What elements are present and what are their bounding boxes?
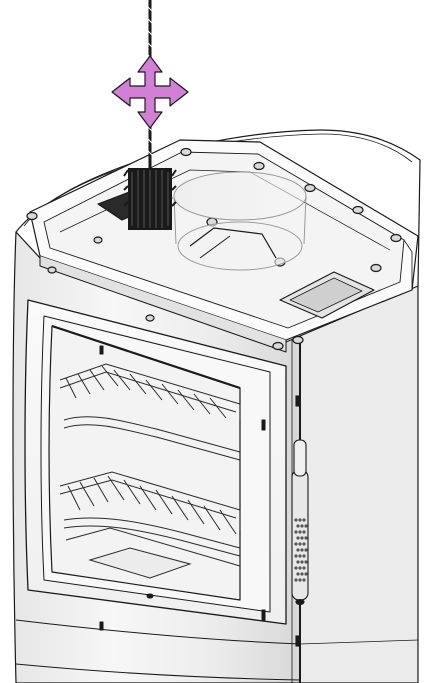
inspection-opening [279,271,375,319]
grate-upper [59,363,241,461]
cleaning-brush-icon [123,168,177,230]
flue-collar [173,171,307,271]
move-arrows-icon [111,55,189,129]
grate-lower [59,471,241,579]
door-handle [291,395,309,647]
